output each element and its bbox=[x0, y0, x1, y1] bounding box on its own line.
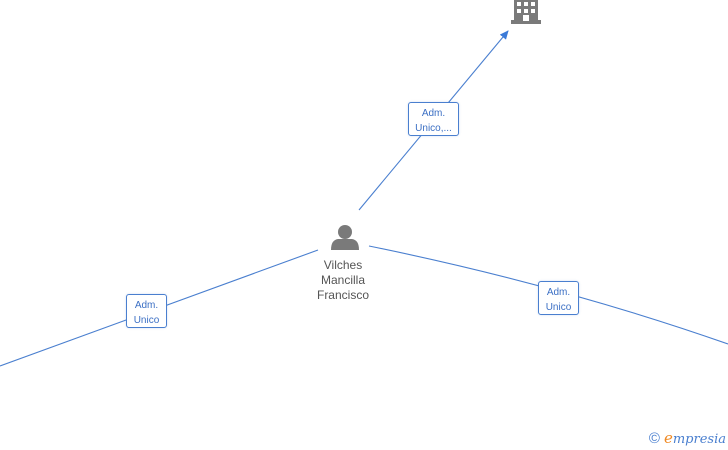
person-name-line: Vilches bbox=[323, 258, 363, 272]
empresia-watermark: © empresia bbox=[649, 428, 726, 448]
edge-label-right[interactable]: Adm. Unico bbox=[538, 281, 579, 315]
edge-label-line: Adm. bbox=[546, 287, 571, 298]
person-name-line: Francisco bbox=[316, 288, 369, 302]
person-name-line: Mancilla bbox=[320, 273, 365, 287]
person-name-label: Vilches Mancilla Francisco bbox=[303, 258, 383, 303]
edge-label-left[interactable]: Adm. Unico bbox=[126, 294, 167, 328]
brand-logo: empresia bbox=[664, 429, 726, 447]
copyright-symbol: © bbox=[648, 429, 660, 447]
edge-label-to-company[interactable]: Adm. Unico,... bbox=[408, 102, 459, 136]
person-node[interactable] bbox=[331, 225, 359, 250]
brand-initial: e bbox=[663, 429, 673, 447]
person-icon bbox=[331, 225, 359, 250]
building-icon bbox=[511, 0, 541, 24]
edge-label-line: Adm. bbox=[421, 108, 446, 119]
edge-label-line: Unico bbox=[133, 315, 160, 326]
brand-rest: mpresia bbox=[672, 432, 726, 447]
edge-label-line: Adm. bbox=[134, 300, 159, 311]
edge-label-line: Unico bbox=[545, 302, 572, 313]
company-node[interactable] bbox=[511, 0, 541, 24]
edge-label-line: Unico,... bbox=[415, 123, 452, 134]
